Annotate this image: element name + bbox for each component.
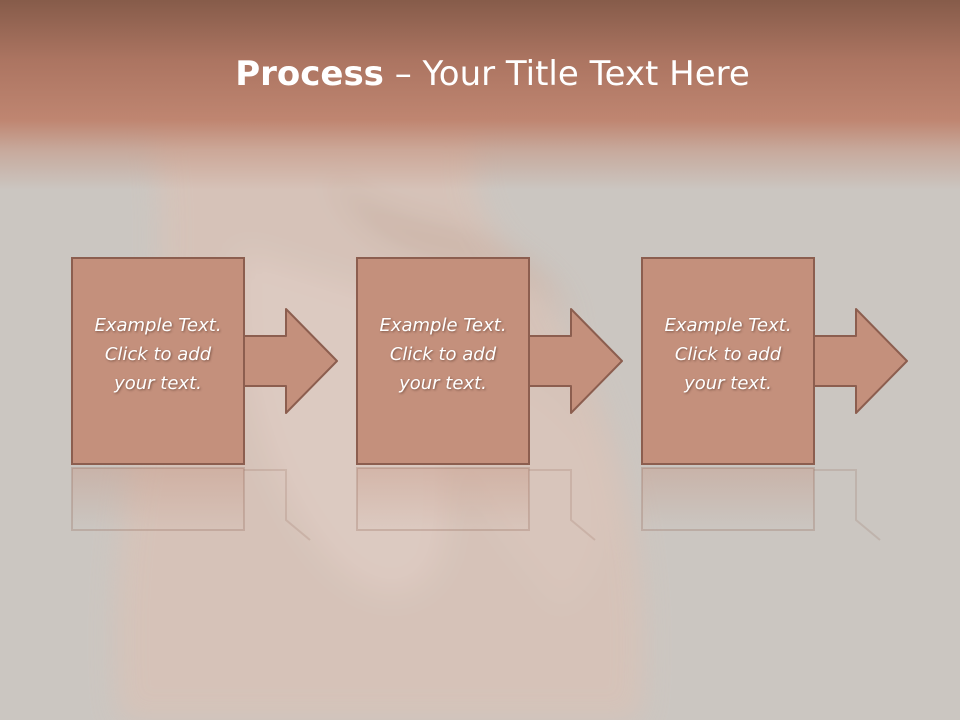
step-1-line-3: your text. [114,373,202,394]
step-3-box [641,257,815,465]
process-step-2[interactable] [356,257,623,465]
step-2-line-2: Click to add [389,344,497,365]
step-1-text[interactable]: Example Text. Click to add your text. [72,311,244,398]
header-band [0,0,960,190]
process-step-3[interactable] [641,257,908,465]
slide-title-rest: – Your Title Text Here [383,54,750,94]
step-2-arrow [528,308,623,414]
step-3-line-2: Click to add [674,344,782,365]
step-2-line-3: your text. [399,373,487,394]
slide-title[interactable]: Process – Your Title Text Here [0,52,960,96]
step-3-arrow [813,308,908,414]
step-1-line-1: Example Text. [94,315,222,336]
step-2-text[interactable]: Example Text. Click to add your text. [357,311,529,398]
step-1-arrow [243,308,338,414]
process-step-1[interactable] [71,257,338,465]
step-1-box [71,257,245,465]
step-3-line-1: Example Text. [664,315,792,336]
step-3-text[interactable]: Example Text. Click to add your text. [642,311,814,398]
slide-title-bold: Process [235,54,384,94]
step-2-line-1: Example Text. [379,315,507,336]
step-1-line-2: Click to add [104,344,212,365]
step-2-box [356,257,530,465]
process-reflections [71,467,881,541]
step-3-line-3: your text. [684,373,772,394]
